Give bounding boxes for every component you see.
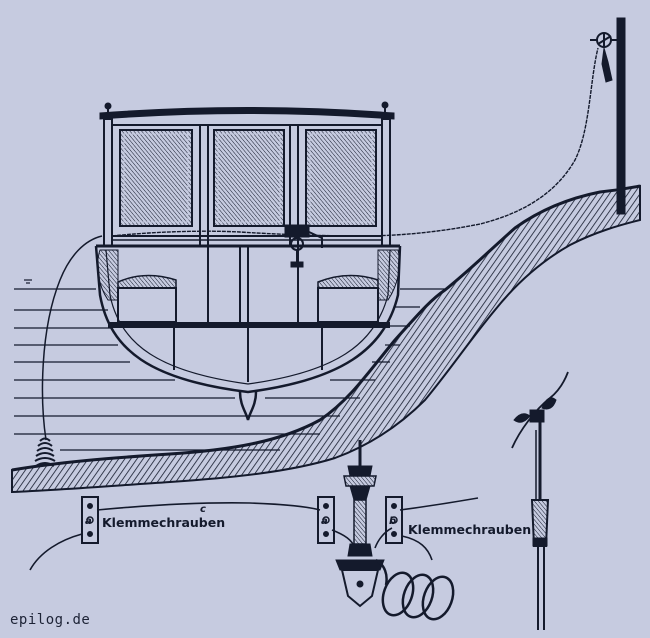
terminal-label-left: Klemmechrauben <box>102 515 225 530</box>
receiver-handset <box>511 371 569 630</box>
submerged-cable <box>41 235 103 441</box>
letter-c-label: c <box>200 504 206 515</box>
boat-hull <box>94 244 402 421</box>
terminal-block-right <box>385 496 403 544</box>
letter-a-mid-label: a <box>321 516 328 527</box>
cabin-windows <box>119 129 377 227</box>
letter-b-label: b <box>389 516 396 527</box>
terminal-label-right: Klemmechrauben <box>408 522 531 537</box>
river-bank <box>11 184 641 494</box>
wiring <box>29 497 479 571</box>
shore-pole <box>590 17 626 215</box>
cable-coil <box>34 437 56 467</box>
shore-cable <box>111 47 599 237</box>
telephone-stand <box>335 440 385 608</box>
terminal-block-mid <box>317 496 335 544</box>
telephone-box <box>284 224 323 268</box>
seat-right <box>317 274 379 323</box>
credit-watermark: epilog.de <box>10 612 91 628</box>
terminal-block-left <box>81 496 99 544</box>
seat-left <box>117 274 177 323</box>
coiled-cord <box>375 558 455 621</box>
letter-a-left-label: a <box>85 516 92 527</box>
